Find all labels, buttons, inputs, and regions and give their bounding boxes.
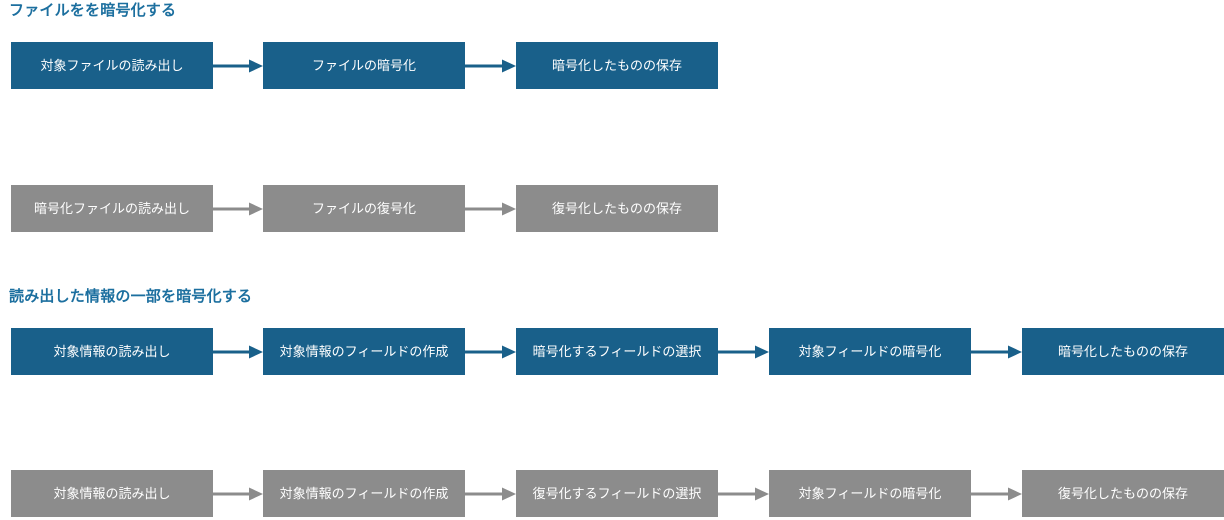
arrow-right-icon <box>213 470 263 517</box>
flow-box[interactable]: 暗号化するフィールドの選択 <box>516 328 718 375</box>
flow-box[interactable]: 対象情報のフィールドの作成 <box>263 470 465 517</box>
flow-box-label: 対象情報のフィールドの作成 <box>279 485 449 501</box>
arrow-right-icon <box>465 328 516 375</box>
arrow-right-icon <box>718 328 769 375</box>
arrow-right-icon <box>213 328 263 375</box>
flow-box[interactable]: 復号化したものの保存 <box>1022 470 1224 517</box>
flow-box-label: ファイルの復号化 <box>311 200 416 216</box>
flow-box[interactable]: 対象ファイルの読み出し <box>11 42 213 89</box>
flow-box[interactable]: 対象情報の読み出し <box>11 328 213 375</box>
flow-row-file-encrypt: 対象ファイルの読み出し ファイルの暗号化 暗号化したものの保存 <box>0 42 1224 89</box>
flow-box-label: 対象フィールドの暗号化 <box>798 485 942 501</box>
arrow-right-icon <box>465 185 516 232</box>
arrow-right-icon <box>971 470 1022 517</box>
flow-row-file-decrypt: 暗号化ファイルの読み出し ファイルの復号化 復号化したものの保存 <box>0 185 1224 232</box>
flow-box-label: 対象情報の読み出し <box>53 343 171 359</box>
flow-box[interactable]: 暗号化したものの保存 <box>1022 328 1224 375</box>
flow-box[interactable]: 対象フィールドの暗号化 <box>769 470 971 517</box>
arrow-right-icon <box>465 470 516 517</box>
flow-box[interactable]: 復号化するフィールドの選択 <box>516 470 718 517</box>
arrow-right-icon <box>465 42 516 89</box>
flow-box[interactable]: 対象情報の読み出し <box>11 470 213 517</box>
arrow-right-icon <box>213 42 263 89</box>
flow-box-label: 対象ファイルの読み出し <box>40 57 184 73</box>
flow-box-label: 対象情報の読み出し <box>53 485 171 501</box>
flow-box-label: 復号化したものの保存 <box>551 200 682 216</box>
arrow-right-icon <box>213 185 263 232</box>
flow-box-label: 暗号化したものの保存 <box>551 57 682 73</box>
flow-box[interactable]: 復号化したものの保存 <box>516 185 718 232</box>
flow-box[interactable]: 暗号化したものの保存 <box>516 42 718 89</box>
flow-box-label: 復号化したものの保存 <box>1057 485 1188 501</box>
flow-row-field-decrypt: 対象情報の読み出し 対象情報のフィールドの作成 復号化するフィールドの選択 <box>0 470 1224 517</box>
flow-box-label: 暗号化ファイルの読み出し <box>33 200 190 216</box>
flow-box-label: 復号化するフィールドの選択 <box>532 485 702 501</box>
flow-box-label: 暗号化するフィールドの選択 <box>532 343 702 359</box>
flow-box-label: ファイルの暗号化 <box>311 57 416 73</box>
flow-box[interactable]: 対象フィールドの暗号化 <box>769 328 971 375</box>
arrow-right-icon <box>971 328 1022 375</box>
flow-box[interactable]: 対象情報のフィールドの作成 <box>263 328 465 375</box>
arrow-right-icon <box>718 470 769 517</box>
flow-box-label: 対象情報のフィールドの作成 <box>279 343 449 359</box>
flow-row-field-encrypt: 対象情報の読み出し 対象情報のフィールドの作成 暗号化するフィールドの選択 <box>0 328 1224 375</box>
flow-box-label: 対象フィールドの暗号化 <box>798 343 942 359</box>
flow-box[interactable]: ファイルの暗号化 <box>263 42 465 89</box>
flow-box[interactable]: 暗号化ファイルの読み出し <box>11 185 213 232</box>
section-title-file-encryption: ファイルをを暗号化する <box>9 2 177 19</box>
flow-box-label: 暗号化したものの保存 <box>1057 343 1188 359</box>
flow-box[interactable]: ファイルの復号化 <box>263 185 465 232</box>
section-title-field-encryption: 読み出した情報の一部を暗号化する <box>9 288 253 305</box>
